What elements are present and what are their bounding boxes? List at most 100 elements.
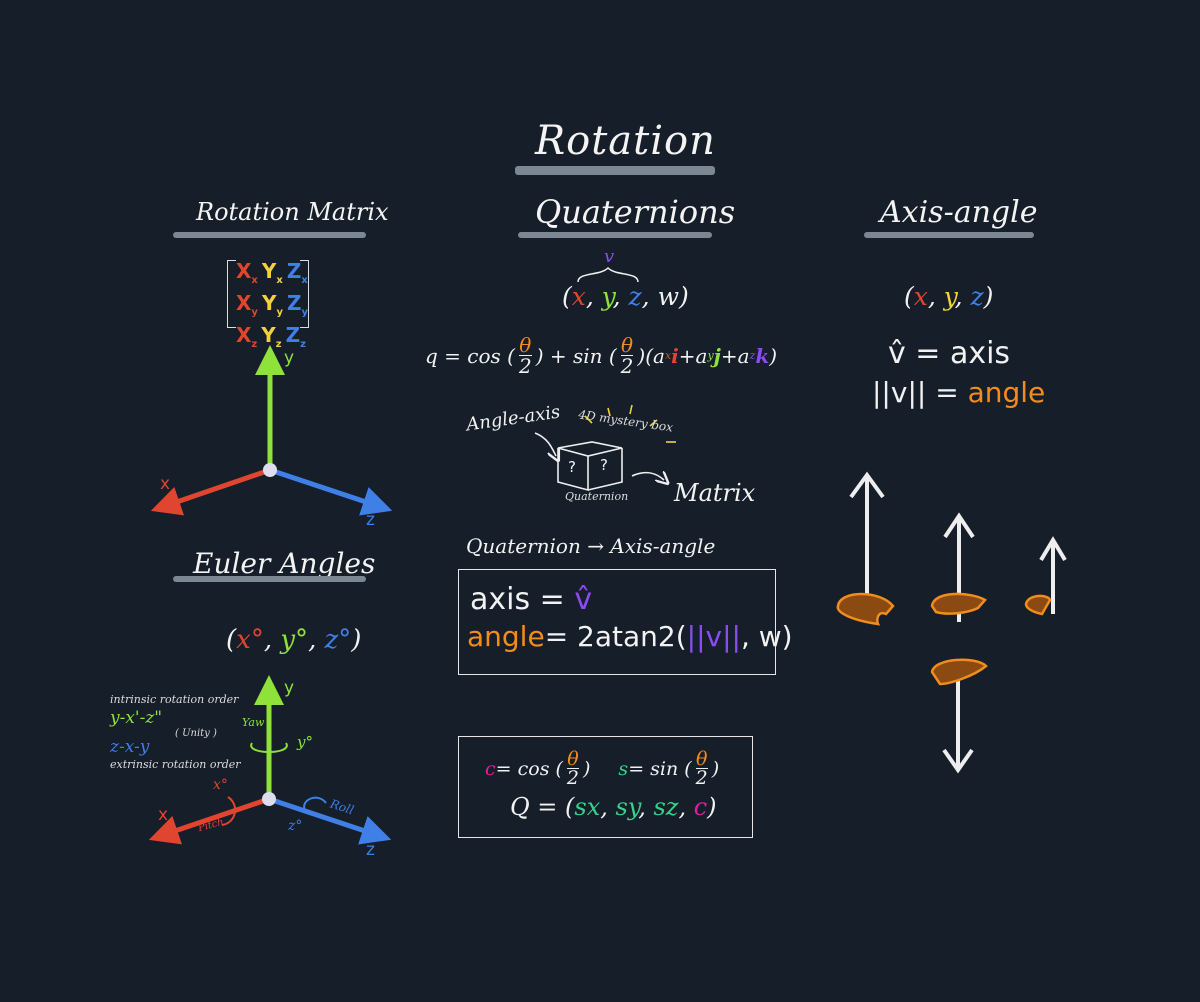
q-to-aa-angle-lhs: angle [467,620,545,653]
matrix-bracket-right [300,260,309,328]
sy: sy [615,793,639,821]
q-to-aa-axis-rhs: v̂ [574,582,593,617]
qf-mid: ) + sin ( [535,343,617,368]
q-to-aa-angle-rhs: = 2atan2( [544,620,687,653]
matrix-cell: Xy [236,291,258,318]
c-eq: = cos ( [495,757,563,780]
title-underline [515,166,715,175]
q-to-aa-angle-line: angle= 2atan2(||v||, w) [467,620,793,653]
euler-y-label: y [284,678,295,698]
qf-frac2: θ 2 [620,333,634,378]
qf-k: k [755,343,770,368]
rm-x-label: x [160,474,171,494]
aa-norm-lhs: ||v|| = [872,376,959,409]
page-title: Rotation [535,118,716,164]
qf-plus1: +a [678,343,708,368]
cube-q1: ? [568,458,576,476]
aa-vhat: v̂ = axis [888,336,1011,371]
rm-y-label: y [284,348,295,368]
euler-axes [148,675,392,845]
qt-z: z [628,282,642,311]
qf-end: ) [769,343,778,368]
extrinsic-order: z-x-y [110,737,150,757]
aa-to-q-line1: c = cos ( θ 2 ) s = sin ( θ 2 ) [485,748,719,789]
intrinsic-order-text: y-x'-z" [110,708,163,728]
extrinsic-label: extrinsic rotation order [110,758,241,771]
q-to-aa-axis-line: axis = v̂ [470,582,592,617]
qt-x: x [571,282,586,311]
euler-open: ( [226,625,237,655]
matrix-label: Matrix [674,479,756,507]
aa-z: z [970,282,984,311]
s-var: s [618,757,629,780]
matrix-bracket-left [227,260,236,328]
euler-z: z° [324,625,352,655]
quaternions-heading: Quaternions [535,193,736,231]
q-to-aa-axis-lhs: axis = [470,582,565,617]
qf-two1: 2 [518,354,532,378]
intrinsic-order: y-x'-z" [110,708,162,728]
axis-angle-heading: Axis-angle [880,195,1038,230]
rotation-matrix-heading: Rotation Matrix [196,198,389,226]
euler-x-label: x [158,805,169,825]
axis-angle-illustration [836,471,1067,774]
z-deg-label: z° [288,818,303,834]
qf-plus2: +a [720,343,750,368]
aa-norm-rhs: angle [967,376,1046,409]
q-to-aa-box [458,569,776,675]
q-to-aa-norm: ||v|| [686,620,741,653]
intrinsic-label: intrinsic rotation order [110,693,239,706]
yaw-label: Yaw [242,716,265,729]
aa-tuple: (x, y, z) [904,282,994,311]
c-frac: θ 2 [566,748,579,789]
q-to-aa-tail: , w) [740,620,793,653]
euler-x: x° [236,625,264,655]
matrix-cell: Yx [261,259,283,286]
qf-two2: 2 [620,354,634,378]
qf-xsub: x [664,349,672,362]
y-deg-label: y° [297,733,313,751]
matrix-cell: Zy [286,291,309,318]
cc: c [693,793,708,821]
Q-end: ) [707,793,717,821]
quaternion-tuple: (x, y, z, w) [562,282,689,311]
cube-q2: ? [600,456,608,474]
unity-label: ( Unity ) [175,728,217,739]
c-close: ) [583,757,591,780]
qf-paren: )(a [637,343,665,368]
aa-to-q-line2: Q = (sx, sy, sz, c) [510,793,717,821]
c-two: 2 [566,767,579,789]
euler-y: y° [280,625,309,655]
quaternion-cube-label: Quaternion [565,490,629,503]
qf-theta1: θ [519,333,532,357]
mystery-box-cube [534,404,676,492]
x-deg-label: x° [213,777,228,793]
euler-close: ) [351,625,362,655]
matrix-cell: Zx [286,259,308,286]
sx: sx [574,793,601,821]
aa-tuple-open: ( [904,282,914,311]
euler-z-label: z [366,840,375,860]
euler-angles-heading: Euler Angles [193,547,376,580]
qf-frac1: θ 2 [518,333,532,378]
s-theta: θ [695,748,708,770]
matrix-cell: Xx [236,259,258,286]
aa-x: x [913,282,928,311]
euler-angles-underline [173,576,366,582]
c-theta: θ [567,748,579,770]
matrix-cell: Yy [261,291,283,318]
vector-label: v [604,246,615,267]
matrix-cell: Xz [236,323,258,350]
qt-w: w [657,282,679,311]
matrix-cell: Yz [261,323,282,350]
qf-zsub: z [749,349,756,362]
matrix-cell: Zz [285,323,306,350]
qf-theta2: θ [621,333,634,357]
qf-ysub: y [707,349,714,362]
rm-z-label: z [366,510,375,530]
